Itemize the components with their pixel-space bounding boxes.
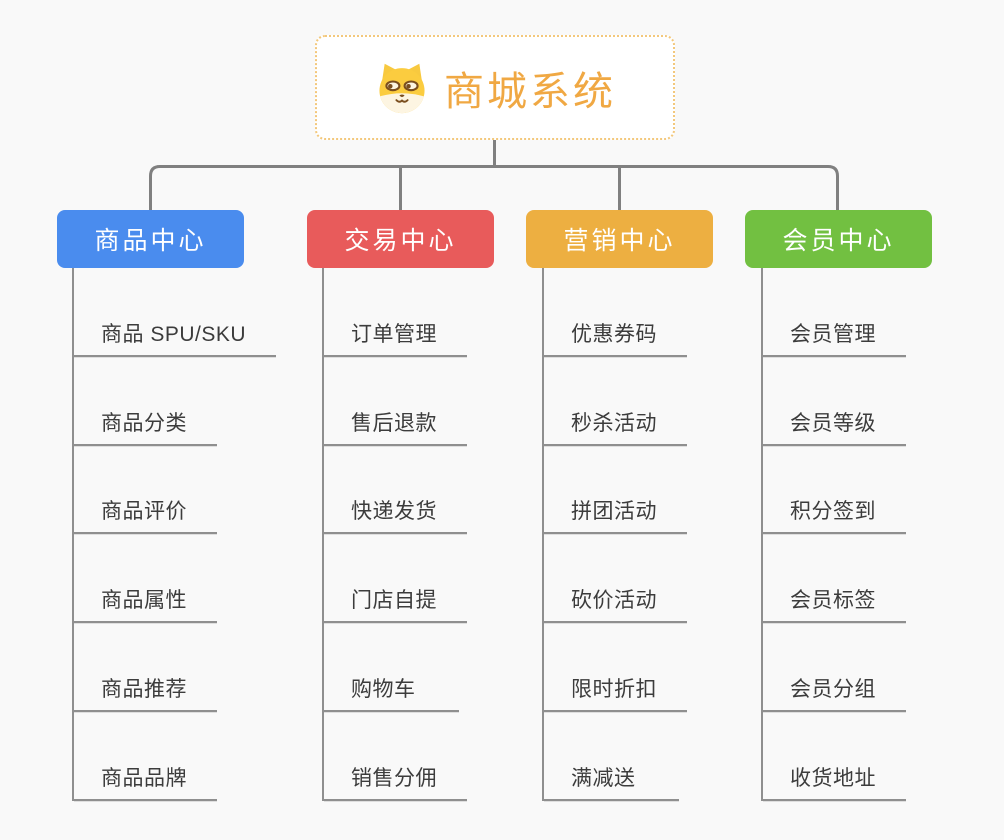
leaf-node[interactable]: 会员管理 (763, 268, 906, 357)
dog-mascot-icon (379, 63, 425, 113)
leaf-node[interactable]: 收货地址 (763, 712, 906, 801)
branch-list-marketing: 优惠券码 秒杀活动 拼团活动 砍价活动 限时折扣 满减送 (542, 268, 687, 801)
leaf-node[interactable]: 满减送 (544, 712, 679, 801)
leaf-node[interactable]: 秒杀活动 (544, 357, 687, 446)
leaf-node[interactable]: 订单管理 (324, 268, 467, 357)
leaf-node[interactable]: 商品 SPU/SKU (74, 268, 277, 357)
branch-node-marketing-center[interactable]: 营销中心 (526, 210, 713, 268)
leaf-node[interactable]: 积分签到 (763, 446, 906, 535)
leaf-node[interactable]: 会员标签 (763, 534, 906, 624)
leaf-node[interactable]: 会员分组 (763, 623, 906, 712)
branch-list-member: 会员管理 会员等级 积分签到 会员标签 会员分组 收货地址 (761, 268, 906, 801)
branch-list-product: 商品 SPU/SKU 商品分类 商品评价 商品属性 商品推荐 商品品牌 (72, 268, 277, 801)
branch-node-trade-center[interactable]: 交易中心 (307, 210, 494, 268)
leaf-node[interactable]: 商品分类 (74, 357, 217, 446)
leaf-node[interactable]: 购物车 (324, 623, 459, 712)
leaf-node[interactable]: 商品品牌 (74, 712, 217, 801)
leaf-node[interactable]: 商品属性 (74, 534, 217, 624)
leaf-node[interactable]: 商品评价 (74, 446, 217, 535)
leaf-node[interactable]: 限时折扣 (544, 623, 687, 712)
leaf-node[interactable]: 优惠券码 (544, 268, 687, 357)
leaf-node[interactable]: 拼团活动 (544, 446, 687, 535)
root-title: 商城系统 (444, 69, 616, 114)
leaf-node[interactable]: 砍价活动 (544, 534, 687, 624)
leaf-node[interactable]: 会员等级 (763, 357, 906, 446)
leaf-node[interactable]: 快递发货 (324, 446, 467, 535)
branch-list-trade: 订单管理 售后退款 快递发货 门店自提 购物车 销售分佣 (322, 268, 467, 801)
root-node-mall-system[interactable]: 商城系统 (315, 35, 675, 140)
leaf-node[interactable]: 商品推荐 (74, 623, 217, 712)
leaf-node[interactable]: 售后退款 (324, 357, 467, 446)
leaf-node[interactable]: 销售分佣 (324, 712, 467, 801)
branch-node-product-center[interactable]: 商品中心 (57, 210, 244, 268)
leaf-node[interactable]: 门店自提 (324, 534, 467, 624)
branch-node-member-center[interactable]: 会员中心 (745, 210, 932, 268)
